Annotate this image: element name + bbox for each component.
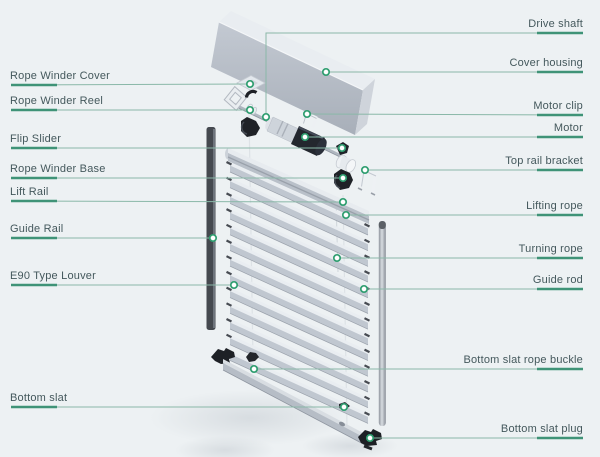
callout-motor: Motor [554, 121, 583, 135]
callout-rope-winder-base: Rope Winder Base [10, 162, 106, 176]
label-guide-rail: Guide Rail [10, 223, 64, 235]
callout-guide-rod: Guide rod [533, 273, 583, 287]
label-rope-winder-base: Rope Winder Base [10, 163, 106, 175]
bottom-slat-rope-buckle-part [246, 352, 259, 362]
callout-e90-type-louver: E90 Type Louver [10, 269, 96, 283]
rope-winder-group [223, 75, 266, 112]
callout-rope-winder-cover: Rope Winder Cover [10, 69, 110, 83]
label-top-rail-bracket: Top rail bracket [505, 155, 583, 167]
label-turning-rope: Turning rope [518, 243, 583, 255]
label-guide-rod: Guide rod [532, 274, 583, 286]
guide-rod-part [378, 221, 386, 426]
callout-guide-rail: Guide Rail [10, 222, 63, 236]
label-bottom-slat-plug: Bottom slat plug [500, 423, 583, 435]
label-motor: Motor [553, 122, 583, 134]
label-flip-slider: Flip Slider [10, 133, 62, 145]
callout-bottom-slat: Bottom slat [10, 391, 67, 405]
callout-cover-housing: Cover housing [509, 56, 583, 70]
lift-rail-part [225, 148, 370, 224]
callout-rope-winder-reel: Rope Winder Reel [10, 94, 103, 108]
label-cover-housing: Cover housing [509, 57, 583, 69]
callout-turning-rope: Turning rope [519, 242, 583, 256]
label-bottom-slat-rope-buckle: Bottom slat rope buckle [463, 354, 583, 366]
flip-arc-part [244, 89, 258, 98]
callout-top-rail-bracket: Top rail bracket [505, 154, 583, 168]
louver-stack [225, 160, 371, 425]
bottom-slat-plug-left [211, 348, 235, 364]
bottom-slat-part [223, 359, 369, 440]
guide-rail-part [206, 127, 216, 330]
label-lifting-rope: Lifting rope [526, 200, 583, 212]
label-rope-winder-reel: Rope Winder Reel [10, 95, 104, 107]
callout-lifting-rope: Lifting rope [526, 199, 583, 213]
label-lift-rail: Lift Rail [10, 186, 49, 198]
rope-winder-part [241, 117, 260, 137]
callout-bottom-slat-rope-buckle: Bottom slat rope buckle [463, 353, 583, 367]
label-rope-winder-cover: Rope Winder Cover [10, 70, 110, 82]
label-drive-shaft: Drive shaft [528, 18, 583, 30]
callout-lift-rail: Lift Rail [10, 185, 48, 199]
callout-bottom-slat-plug: Bottom slat plug [501, 422, 583, 436]
label-e90-type-louver: E90 Type Louver [10, 270, 96, 282]
cover-housing-part [211, 11, 375, 135]
label-bottom-slat: Bottom slat [10, 392, 68, 404]
callout-motor-clip: Motor clip [533, 99, 583, 113]
callout-flip-slider: Flip Slider [10, 132, 61, 146]
label-motor-clip: Motor clip [533, 100, 583, 112]
callout-drive-shaft: Drive shaft [528, 17, 583, 31]
